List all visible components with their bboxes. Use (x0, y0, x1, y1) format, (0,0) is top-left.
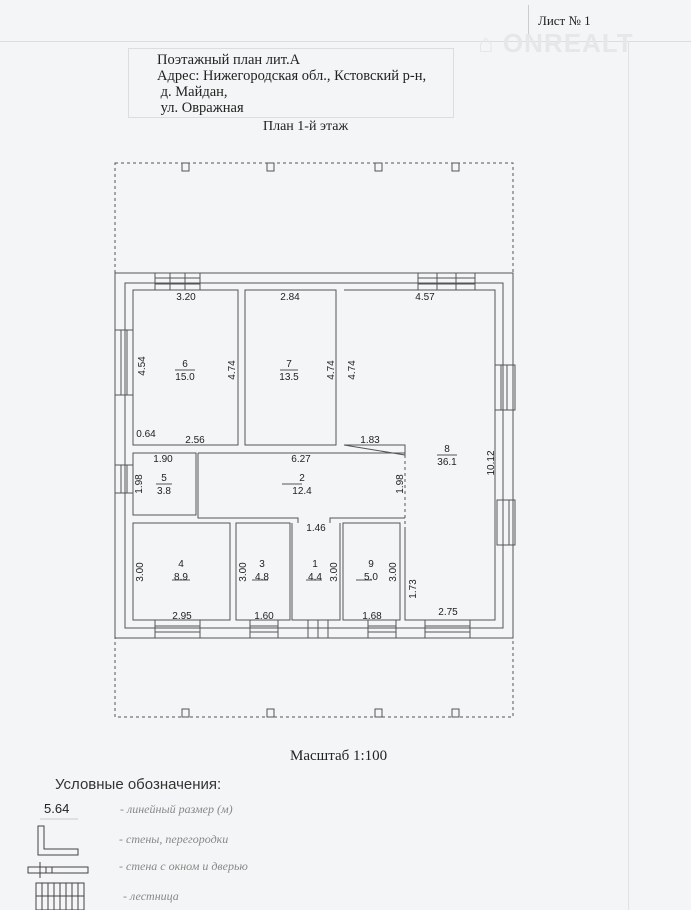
site-boundary (114, 162, 514, 718)
dimension: 1.98 (395, 474, 406, 494)
legend-item: - стены, перегородки (119, 832, 229, 846)
dimension: 2.84 (280, 292, 300, 303)
scale-label: Масштаб 1:100 (290, 748, 388, 764)
room-area: 13.5 (279, 372, 299, 383)
plan-title: План 1-й этаж (263, 119, 349, 134)
divider (0, 41, 691, 42)
dimension: 2.75 (438, 607, 458, 618)
room-number: 7 (286, 359, 292, 370)
room-area: 4.4 (308, 572, 322, 583)
dimension: 10.12 (486, 450, 497, 475)
address-line: д. Майдан, (157, 84, 228, 100)
dimension: 3.00 (388, 562, 399, 582)
boundary-ticks (181, 162, 460, 718)
stairs (154, 272, 476, 291)
legend-sample-dimension: 5.64 (44, 801, 70, 816)
room-area: 4.8 (255, 572, 269, 583)
legend-symbols (27, 818, 89, 910)
room-area: 5.0 (364, 572, 378, 583)
room-area: 15.0 (175, 372, 195, 383)
dimension: 1.98 (134, 474, 145, 494)
room-number: 6 (182, 359, 188, 370)
area-fraction-lines (156, 369, 457, 581)
room-area: 36.1 (437, 457, 457, 468)
dimension: 3.00 (135, 562, 146, 582)
room-area: 8.9 (174, 572, 188, 583)
legend-item: - стена с окном и дверью (119, 859, 248, 873)
exterior-wall-outer (114, 272, 514, 639)
address-line: Адрес: Нижегородская обл., Кстовский р-н… (157, 68, 427, 84)
plan-caption: Поэтажный план лит.А (157, 52, 301, 68)
dimension: 0.64 (136, 429, 156, 440)
dimension: 3.00 (238, 562, 249, 582)
window-door-wall-symbol (27, 866, 89, 874)
dimension: 4.54 (137, 356, 148, 376)
address-line: ул. Овражная (157, 100, 244, 116)
room-area: 3.8 (157, 486, 171, 497)
dimension: 1.60 (254, 611, 274, 622)
room-number: 2 (299, 473, 305, 484)
room-labels: 6 15.0 7 13.5 8 36.1 5 3.8 2 12.4 4 8.9 … (157, 359, 457, 583)
dimension: 2.56 (185, 435, 205, 446)
dimension: 1.83 (360, 435, 380, 446)
dimension: 1.90 (153, 454, 173, 465)
windows (114, 329, 516, 639)
dimension: 4.74 (347, 360, 358, 380)
dimension: 3.00 (329, 562, 340, 582)
dimension: 1.46 (306, 523, 326, 534)
exterior-wall-inner (124, 282, 504, 629)
watermark-logo: ⌂ ONREALT (478, 28, 634, 58)
dimension: 6.27 (291, 454, 311, 465)
divider (628, 41, 629, 910)
dimension: 3.20 (176, 292, 196, 303)
sheet-number: Лист № 1 (538, 13, 591, 28)
room-number: 9 (368, 559, 374, 570)
dimension: 4.74 (227, 360, 238, 380)
room-number: 8 (444, 444, 450, 455)
legend-item: - лестница (123, 889, 179, 903)
dimension: 1.68 (362, 611, 382, 622)
title-box (128, 48, 454, 118)
legend-title: Условные обозначения: (55, 776, 222, 793)
room-area: 12.4 (292, 486, 312, 497)
room-number: 4 (178, 559, 184, 570)
room-number: 5 (161, 473, 167, 484)
dimension: 4.74 (326, 360, 337, 380)
room-number: 3 (259, 559, 265, 570)
dimension: 2.95 (172, 611, 192, 622)
dimension-labels: 3.20 2.84 4.57 4.54 4.74 4.74 4.74 10.12… (134, 292, 497, 622)
room-number: 1 (312, 559, 318, 570)
wall-symbol (37, 825, 79, 856)
dimension: 4.57 (415, 292, 435, 303)
legend-item: - линейный размер (м) (120, 802, 233, 816)
dimension: 1.73 (408, 579, 419, 599)
